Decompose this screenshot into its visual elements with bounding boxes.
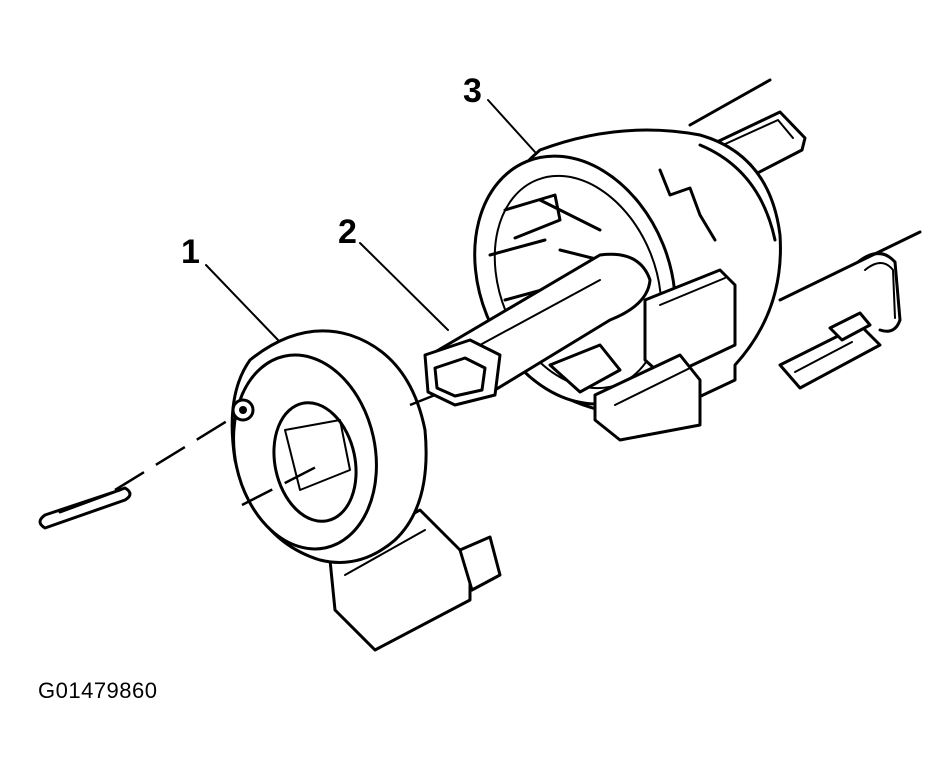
figure-id-label: G01479860 <box>38 678 158 703</box>
part-1-ring <box>230 329 502 652</box>
paper-clip-tool <box>38 486 132 530</box>
alignment-lines <box>114 393 436 507</box>
callout-3: 3 <box>463 72 482 110</box>
leader-lines <box>205 99 536 341</box>
part-2-shaft <box>423 252 652 407</box>
leader-line-3 <box>487 99 536 153</box>
callout-2: 2 <box>338 213 357 251</box>
callout-1: 1 <box>181 233 200 271</box>
connector-plug <box>778 252 902 390</box>
leader-line-1 <box>205 264 279 341</box>
leader-line-2 <box>359 242 449 331</box>
